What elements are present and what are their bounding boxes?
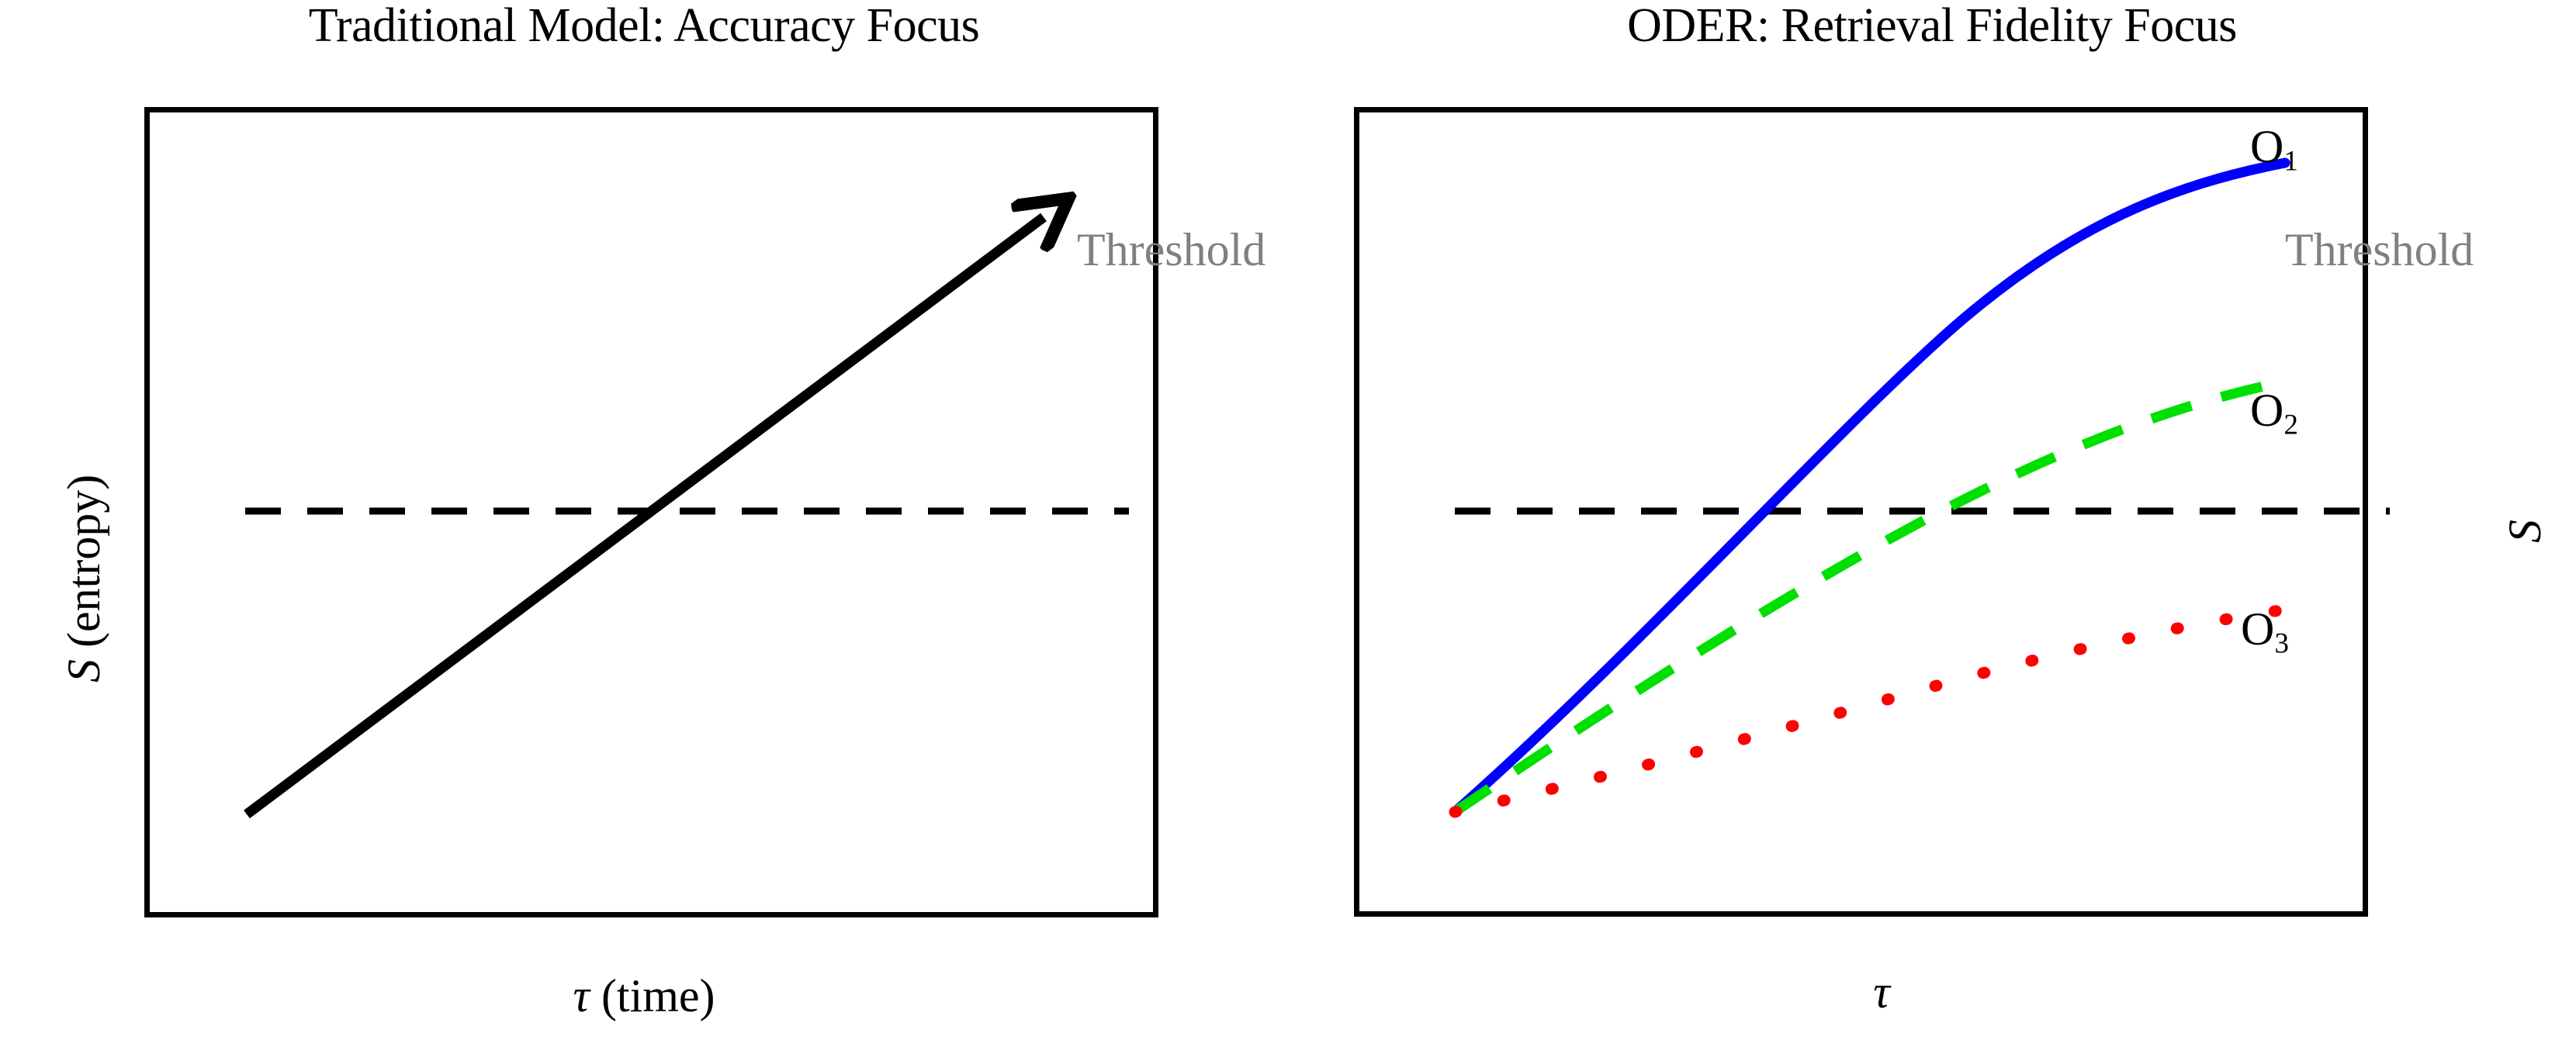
entropy-growth-arrow <box>244 217 1044 819</box>
x-axis-symbol-traditional: τ <box>573 970 590 1021</box>
curve-label-o1-base: O <box>2250 121 2284 172</box>
curve-label-o3: O3 <box>2241 603 2289 660</box>
curve-label-o1-sub: 1 <box>2283 145 2298 178</box>
panel-title-oder: ODER: Retrieval Fidelity Focus <box>1627 0 2237 52</box>
x-axis-label-oder: τ <box>1288 966 2475 1019</box>
y-axis-unit-traditional: (entropy) <box>58 474 109 659</box>
curve-label-o3-base: O <box>2241 603 2275 655</box>
curve-label-o1: O1 <box>2250 120 2298 178</box>
curve-o2 <box>1452 376 2287 817</box>
threshold-label-oder: Threshold <box>2285 224 2474 275</box>
plot-overlay-traditional <box>244 0 1129 819</box>
curve-label-o2: O2 <box>2250 384 2298 441</box>
plot-frame-traditional <box>144 107 1158 917</box>
y-axis-label-traditional: S (entropy) <box>57 475 111 682</box>
panel-oder: ODER: Retrieval Fidelity Focus Threshold… <box>1288 0 2576 1040</box>
y-axis-label-oder: S <box>2498 520 2552 543</box>
curve-label-o2-sub: 2 <box>2283 409 2298 441</box>
y-axis-symbol-oder: S <box>2499 520 2550 543</box>
x-axis-label-traditional: τ (time) <box>0 969 1288 1023</box>
curve-o1 <box>1449 157 2290 817</box>
curve-o3 <box>1449 603 2291 818</box>
threshold-label-traditional: Threshold <box>1077 224 1266 275</box>
plot-overlay-oder <box>1449 157 2390 818</box>
x-axis-symbol-oder: τ <box>1873 966 1890 1018</box>
curve-label-o3-sub: 3 <box>2274 627 2289 660</box>
curve-label-o2-base: O <box>2250 385 2284 436</box>
panel-title-traditional: Traditional Model: Accuracy Focus <box>308 0 980 52</box>
x-axis-unit-traditional: (time) <box>589 970 715 1021</box>
plot-frame-oder <box>1354 107 2368 917</box>
panel-traditional: Traditional Model: Accuracy Focus Thresh… <box>0 0 1288 1023</box>
y-axis-symbol-traditional: S <box>58 659 109 682</box>
